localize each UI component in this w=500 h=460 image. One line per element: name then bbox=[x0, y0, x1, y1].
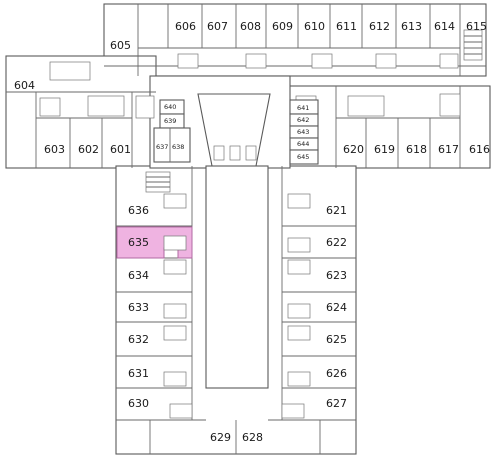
room-label-636: 636 bbox=[128, 204, 149, 217]
room-label-631: 631 bbox=[128, 367, 149, 380]
room-label-625: 625 bbox=[326, 333, 347, 346]
room-label-605: 605 bbox=[110, 39, 131, 52]
room-label-638: 638 bbox=[172, 143, 185, 151]
room-label-634: 634 bbox=[128, 269, 149, 282]
top-wing-bathrooms bbox=[49, 53, 459, 81]
left-wing-partitions bbox=[6, 91, 156, 168]
atrium bbox=[197, 93, 271, 389]
room-label-641: 641 bbox=[297, 104, 310, 112]
room-label-633: 633 bbox=[128, 301, 149, 314]
room-label-614: 614 bbox=[434, 20, 455, 33]
room-label-620: 620 bbox=[343, 143, 364, 156]
room-label-607: 607 bbox=[207, 20, 228, 33]
room-label-617: 617 bbox=[438, 143, 459, 156]
room-label-602: 602 bbox=[78, 143, 99, 156]
room-label-612: 612 bbox=[369, 20, 390, 33]
room-label-629: 629 bbox=[210, 431, 231, 444]
room-label-642: 642 bbox=[297, 116, 310, 124]
room-label-606: 606 bbox=[175, 20, 196, 33]
room-label-637: 637 bbox=[156, 143, 169, 151]
room-label-615: 615 bbox=[466, 20, 487, 33]
room-label-616: 616 bbox=[469, 143, 490, 156]
top-wing-partitions bbox=[104, 4, 486, 76]
utility-rooms-left bbox=[153, 99, 191, 163]
room-label-627: 627 bbox=[326, 397, 347, 410]
building-outline bbox=[5, 3, 491, 455]
room-label-626: 626 bbox=[326, 367, 347, 380]
room-label-618: 618 bbox=[406, 143, 427, 156]
room-label-603: 603 bbox=[44, 143, 65, 156]
room-label-628: 628 bbox=[242, 431, 263, 444]
room-label-632: 632 bbox=[128, 333, 149, 346]
room-label-640: 640 bbox=[164, 103, 177, 111]
room-label-608: 608 bbox=[240, 20, 261, 33]
room-label-622: 622 bbox=[326, 236, 347, 249]
room-label-624: 624 bbox=[326, 301, 347, 314]
room-label-639: 639 bbox=[164, 117, 177, 125]
room-label-644: 644 bbox=[297, 140, 310, 148]
room-label-621: 621 bbox=[326, 204, 347, 217]
room-label-643: 643 bbox=[297, 128, 310, 136]
right-column-bathrooms bbox=[281, 193, 311, 419]
room-label-604: 604 bbox=[14, 79, 35, 92]
right-column-partitions bbox=[235, 166, 356, 454]
room-label-611: 611 bbox=[336, 20, 357, 33]
room-label-635[interactable]: 635 bbox=[128, 236, 149, 249]
room-label-619: 619 bbox=[374, 143, 395, 156]
room-label-613: 613 bbox=[401, 20, 422, 33]
room-label-645: 645 bbox=[297, 153, 310, 161]
stair-left bbox=[145, 171, 171, 193]
room-label-623: 623 bbox=[326, 269, 347, 282]
room-label-609: 609 bbox=[272, 20, 293, 33]
room-label-630: 630 bbox=[128, 397, 149, 410]
room-label-601: 601 bbox=[110, 143, 131, 156]
utility-rooms-right bbox=[289, 99, 319, 165]
room-label-610: 610 bbox=[304, 20, 325, 33]
left-column-bathrooms bbox=[163, 193, 193, 419]
